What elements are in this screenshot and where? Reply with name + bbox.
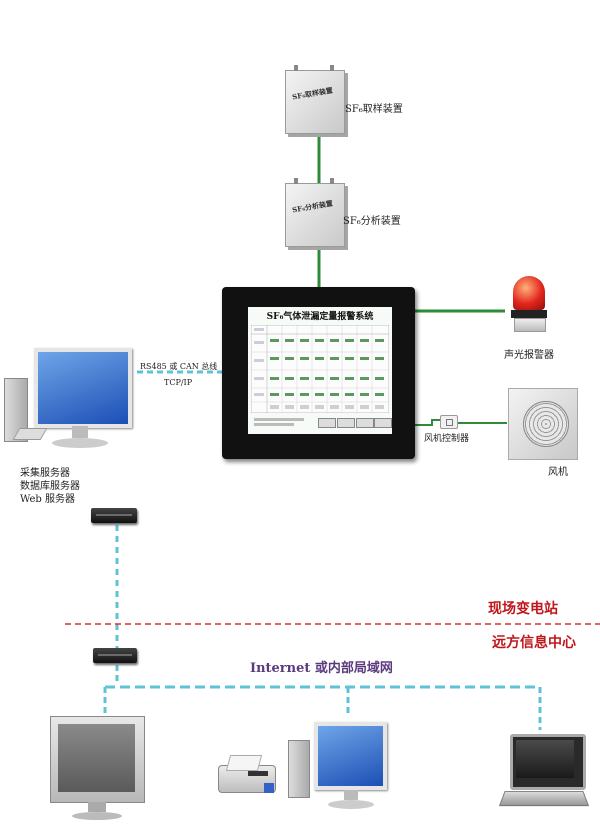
tcp-label: TCP/IP — [164, 378, 193, 387]
workstation-pc — [288, 722, 388, 817]
workstation-screen — [314, 722, 387, 790]
switch-remote — [93, 648, 137, 663]
alarm-device — [509, 276, 549, 336]
monitor-screen: SF₆气体泄漏定量报警系统 — [248, 307, 392, 434]
analyzer-box-text: SF₆分析装置 — [291, 198, 334, 215]
sampler-label: SF₆取样装置 — [345, 104, 403, 115]
printer-device — [218, 755, 282, 795]
analyzer-label: SF₆分析装置 — [343, 216, 401, 227]
server-computer — [2, 348, 137, 458]
laptop-device — [498, 734, 590, 807]
analyzer-device: SF₆分析装置 — [285, 178, 345, 247]
screen-title: SF₆气体泄漏定量报警系统 — [266, 312, 374, 322]
fan-controller-label: 风机控制器 — [424, 434, 470, 444]
server-screen — [34, 348, 132, 428]
fan-controller-device — [440, 415, 458, 429]
bus-label: RS485 或 CAN 总线 — [140, 362, 218, 371]
fan-label: 风机 — [548, 467, 568, 478]
zone-remote-label: 远方信息中心 — [492, 635, 576, 651]
server-line-1: 采集服务器 — [20, 468, 70, 479]
switch-site — [91, 508, 137, 523]
sampler-box-text: SF₆取样装置 — [291, 85, 334, 102]
workstation-monitor — [50, 716, 145, 826]
network-label: Internet 或内部局域网 — [250, 661, 393, 676]
server-line-2: 数据库服务器 — [20, 481, 80, 492]
zone-site-label: 现场变电站 — [488, 601, 558, 617]
server-line-3: Web 服务器 — [20, 494, 75, 505]
fan-device — [508, 388, 578, 460]
alarm-label: 声光报警器 — [504, 350, 554, 361]
screen-table — [251, 325, 389, 413]
sampler-device: SF₆取样装置 — [285, 65, 345, 134]
fan-icon — [523, 401, 569, 447]
main-monitor: SF₆气体泄漏定量报警系统 — [222, 287, 415, 459]
